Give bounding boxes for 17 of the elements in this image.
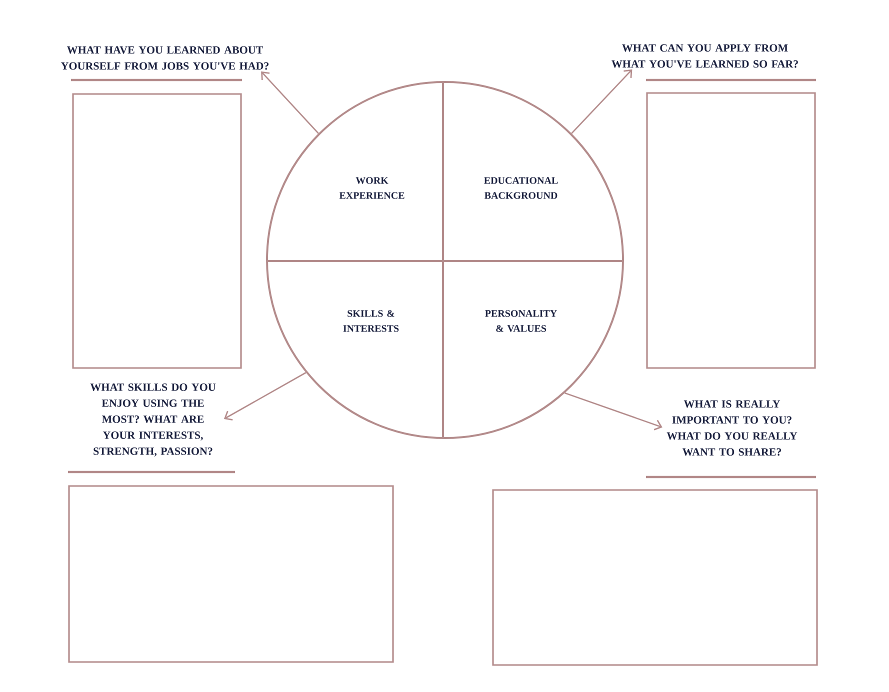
- arrow: [564, 392, 662, 430]
- answer-box: [72, 93, 242, 369]
- quadrant-label: WORK EXPERIENCE: [339, 177, 404, 199]
- arrow: [571, 69, 632, 134]
- quadrant-label: EDUCATIONAL BACKGROUND: [484, 177, 558, 199]
- circle: [266, 81, 624, 439]
- question-text: WHAT CAN YOU APPLY FROM WHAT YOU'VE LEARNED SO FAR?: [612, 44, 798, 68]
- answer-box: [492, 489, 818, 666]
- question-text: WHAT HAVE YOU LEARNED ABOUT YOURSELF FROM JOBS YOU'VE HAD?: [61, 46, 269, 70]
- arrow: [224, 372, 306, 421]
- question-text: WHAT SKILLS DO YOU ENJOY USING THE MOST? WHAT ARE YOUR INTERESTS, STRENGTH, PASSION?: [90, 384, 216, 456]
- quadrant-label: SKILLS & INTERESTS: [343, 310, 399, 332]
- answer-box: [646, 92, 816, 369]
- answer-box: [68, 485, 394, 663]
- quadrant-label: PERSONALITY & VALUES: [485, 310, 557, 332]
- question-text: WHAT IS REALLY IMPORTANT TO YOU? WHAT DO YOU REALLY WANT TO SHARE?: [666, 400, 798, 456]
- arrow: [261, 71, 319, 134]
